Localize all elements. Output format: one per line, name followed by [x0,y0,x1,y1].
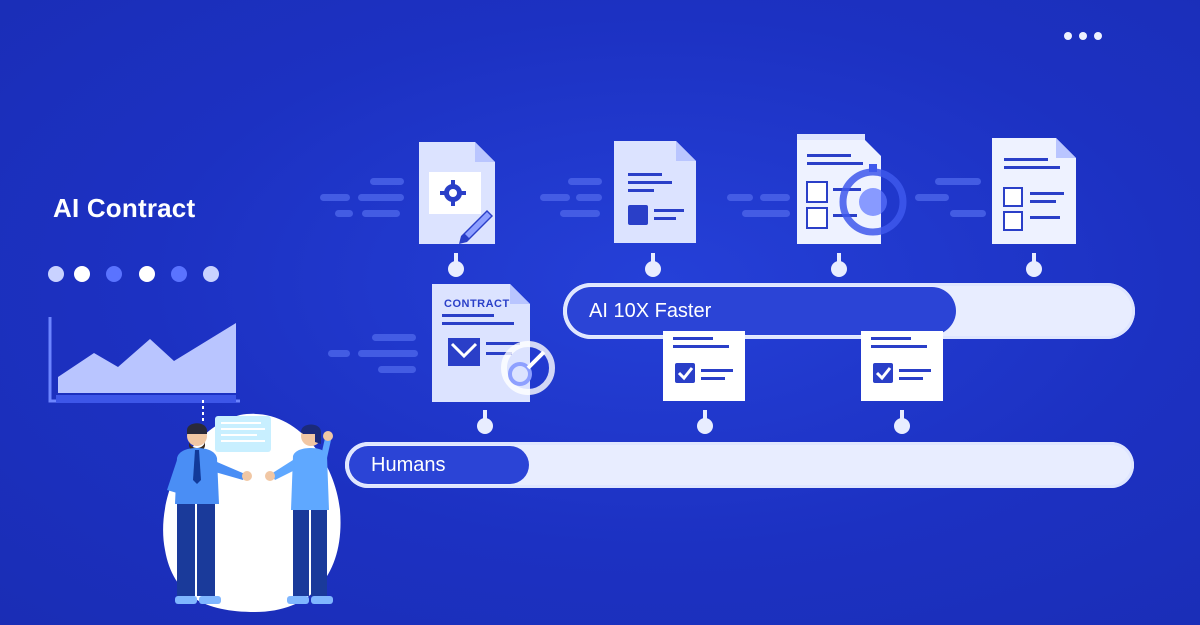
pin-icon [894,410,910,434]
human-speed-bar: Humans [345,442,1134,488]
human-speed-fill: Humans [349,446,529,484]
page-title: AI Contract [53,193,196,223]
document-lines [614,141,696,243]
pin-icon [831,253,847,277]
menu-dots-icon[interactable] [1064,29,1120,43]
pin-icon [477,410,493,434]
people-illustration [163,400,341,612]
checkbox-icon [873,363,893,383]
dot [139,266,155,282]
document-check [861,331,943,401]
gear-icon [440,180,466,206]
dot [48,266,64,282]
pin-icon [1026,253,1042,277]
dot [106,266,122,282]
document-check [663,331,745,401]
ai-speed-label: AI 10X Faster [589,299,712,322]
document-contract [432,284,555,402]
dot [74,266,90,282]
document-list [992,138,1076,244]
pin-icon [448,253,464,277]
dot [203,266,219,282]
ai-speed-bar: AI 10X Faster [563,283,1135,339]
chart-icon [48,317,240,403]
human-speed-label: Humans [371,453,446,476]
ai-speed-fill: AI 10X Faster [567,287,956,335]
speech-bubble-icon [215,416,271,452]
stopwatch-icon [839,164,907,236]
stopwatch-icon [501,341,555,395]
pin-icon [697,410,713,434]
dot [171,266,187,282]
pen-icon [459,210,493,244]
document-gear [419,142,495,244]
checkbox-icon [675,363,695,383]
checkbox-icon [628,205,648,225]
pin-icon [645,253,661,277]
document-stopwatch [797,134,907,244]
contract-label: CONTRACT [444,298,510,310]
